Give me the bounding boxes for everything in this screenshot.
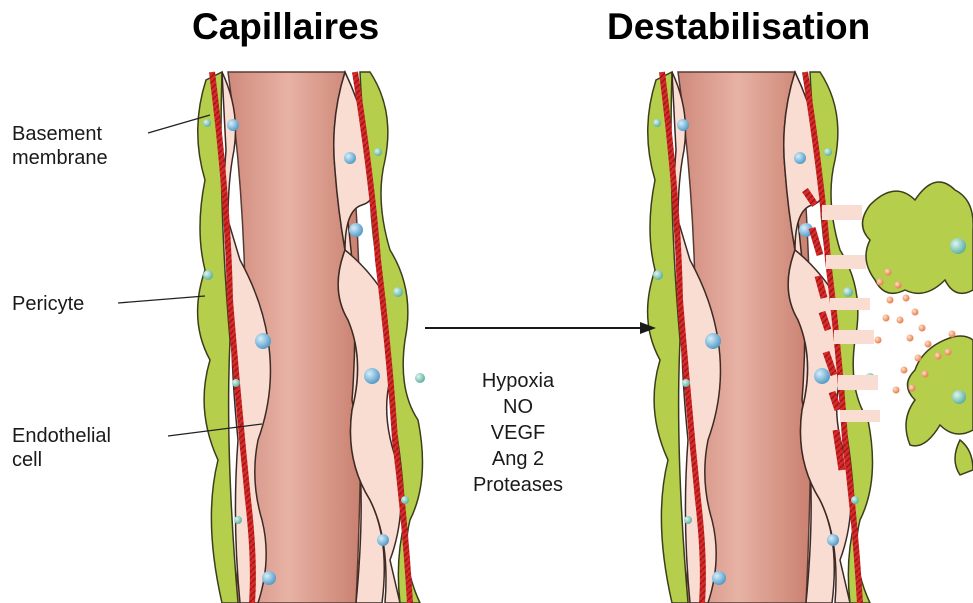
destabilising-factors: Hypoxia NO VEGF Ang 2 Proteases: [458, 368, 578, 498]
label-endothelial-line1: Endothelial: [12, 424, 111, 448]
label-pericyte: Pericyte: [12, 292, 84, 316]
label-basement-line1: Basement: [12, 122, 108, 146]
factor-item: Proteases: [458, 472, 578, 498]
arrow-right-icon: [425, 322, 656, 334]
label-endothelial-line2: cell: [12, 448, 111, 472]
factor-item: VEGF: [458, 420, 578, 446]
factor-item: Hypoxia: [458, 368, 578, 394]
label-endothelial-cell: Endothelial cell: [12, 424, 111, 472]
migrating-pericytes: [863, 182, 973, 475]
healthy-capillary: [198, 72, 425, 603]
factor-item: Ang 2: [458, 446, 578, 472]
label-basement-line2: membrane: [12, 146, 108, 170]
label-basement-membrane: Basement membrane: [12, 122, 108, 170]
factor-item: NO: [458, 394, 578, 420]
